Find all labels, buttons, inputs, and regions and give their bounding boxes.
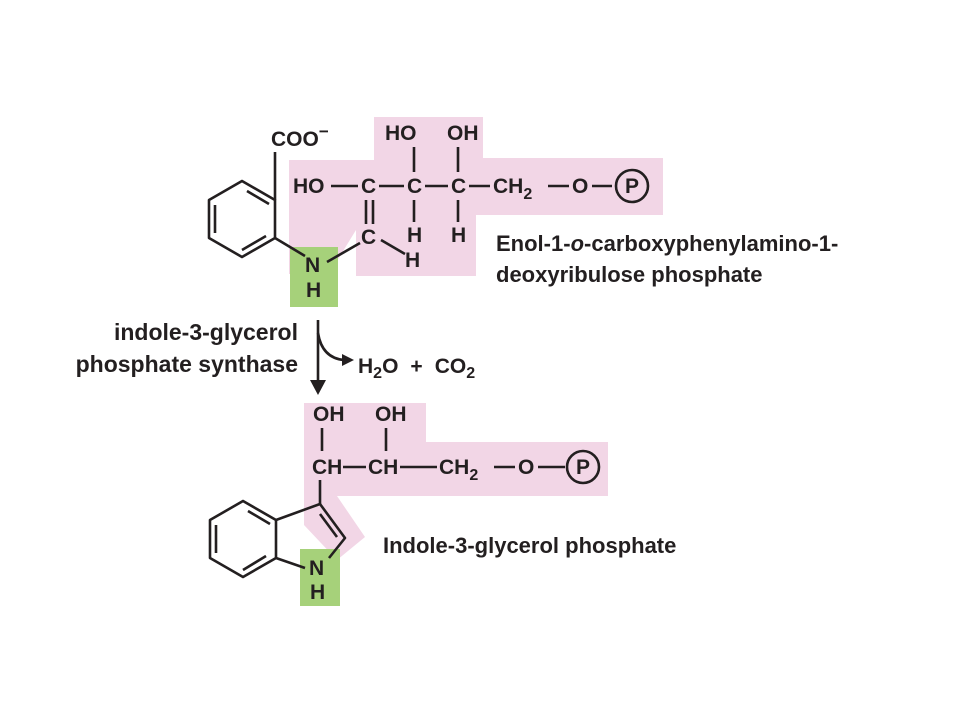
substrate-phosphate-circle xyxy=(614,168,650,204)
substrate-hydroxyl-c3: OH xyxy=(447,122,479,145)
substrate-hydrogen-c2: H xyxy=(407,224,422,247)
substrate-oxygen: O xyxy=(572,175,588,198)
bond-ring-nitrogen xyxy=(274,236,306,258)
product-indole-ring xyxy=(208,499,347,579)
substrate-enol-carbon: C xyxy=(361,226,376,249)
substrate-hydroxyl-c2: HO xyxy=(385,122,417,145)
bond-enol-h xyxy=(380,238,406,256)
bond-n-ch xyxy=(326,241,361,264)
product-amine-hydrogen: H xyxy=(310,581,325,604)
substrate-hydrogen-c3: H xyxy=(451,224,466,247)
product-nitrogen: N xyxy=(309,557,324,580)
substrate-carbon-3: C xyxy=(451,175,466,198)
product-methylene: CH2 xyxy=(439,456,478,484)
substrate-benzene-ring xyxy=(207,179,277,259)
substrate-phosphate-label: P xyxy=(625,175,639,198)
substrate-enol-hydrogen: H xyxy=(405,249,420,272)
substrate-carbon-1: C xyxy=(361,175,376,198)
reaction-arrow-head xyxy=(310,380,326,395)
substrate-amine-hydrogen: H xyxy=(306,279,321,302)
product-methine-1: CH xyxy=(312,456,342,479)
byproduct-arrow-head xyxy=(342,354,354,366)
product-phosphate-circle xyxy=(565,449,601,485)
product-phosphate-label: P xyxy=(576,456,590,479)
product-methine-2: CH xyxy=(368,456,398,479)
substrate-amine-highlight xyxy=(290,247,338,307)
product-glycerol-highlight xyxy=(304,403,608,560)
substrate-methylene: CH2 xyxy=(493,175,532,203)
product-hydroxyl-1: OH xyxy=(313,403,345,426)
substrate-nitrogen: N xyxy=(305,254,320,277)
carboxylate-label: COO− xyxy=(271,122,329,151)
enzyme-name-line1: indole-3-glycerol xyxy=(114,319,298,345)
substrate-ribose-highlight xyxy=(289,117,663,276)
substrate-carbon-2: C xyxy=(407,175,422,198)
product-oxygen: O xyxy=(518,456,534,479)
product-name: Indole-3-glycerol phosphate xyxy=(383,533,676,558)
product-amine-highlight xyxy=(300,549,340,606)
substrate-hydroxyl-left: HO xyxy=(293,175,325,198)
substrate-name-line1: Enol-1-o-carboxyphenylamino-1- xyxy=(496,231,838,256)
byproduct-arrow-curve xyxy=(316,332,345,362)
product-hydroxyl-2: OH xyxy=(375,403,407,426)
enzyme-name-line2: phosphate synthase xyxy=(76,351,298,377)
byproducts-label: H2O+CO2 xyxy=(358,355,475,382)
substrate-name-line2: deoxyribulose phosphate xyxy=(496,262,763,287)
